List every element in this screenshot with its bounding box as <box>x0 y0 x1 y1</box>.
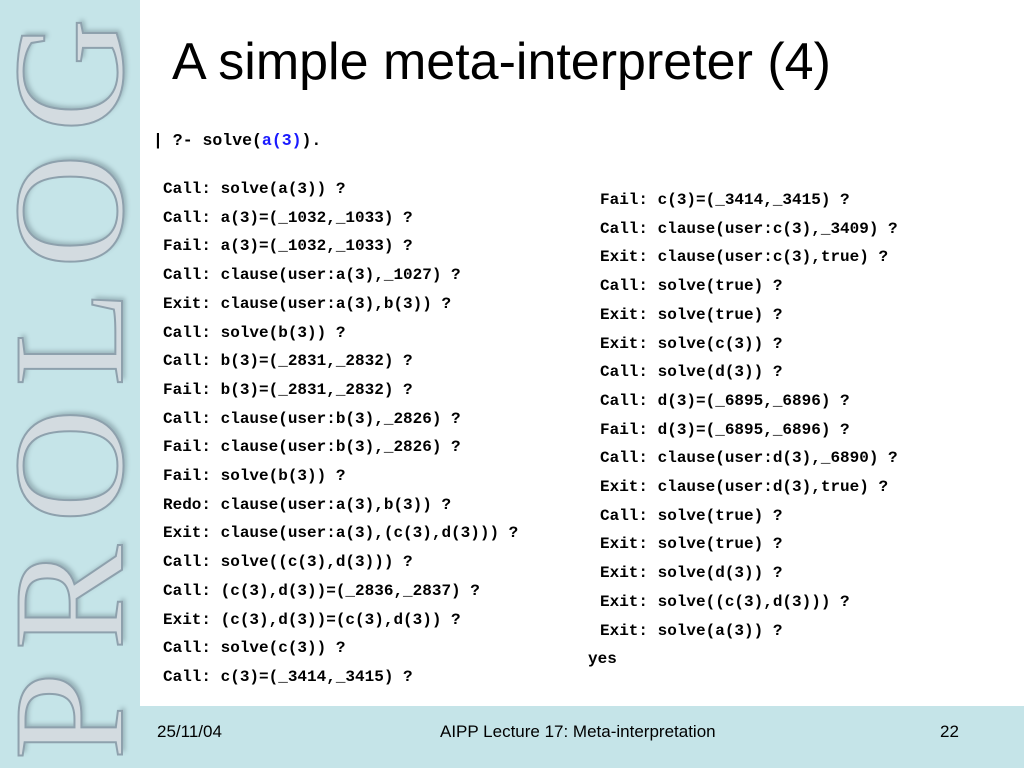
trace-line: Fail: d(3)=(_6895,_6896) ? <box>600 420 850 439</box>
trace-line: Call: b(3)=(_2831,_2832) ? <box>163 352 413 371</box>
trace-line: Fail: c(3)=(_3414,_3415) ? <box>600 191 850 209</box>
trace-line: Exit: solve(d(3)) ? <box>600 564 783 583</box>
trace-column-left: Call: solve(a(3)) ? Call: a(3)=(_1032,_10… <box>163 175 583 692</box>
trace-line: Call: solve(b(3)) ? <box>163 323 346 342</box>
trace-line: Exit: clause(user:a(3),(c(3),d(3))) ? <box>163 524 519 543</box>
trace-line: Call: clause(user:a(3),_1027) ? <box>163 266 461 285</box>
trace-line: Call: d(3)=(_6895,_6896) ? <box>600 391 850 410</box>
trace-line: Exit: solve(true) ? <box>600 535 783 554</box>
query-prefix: | ?- solve( <box>153 131 262 150</box>
result-yes: yes <box>588 650 617 668</box>
trace-line: Call: solve(true) ? <box>600 277 783 296</box>
trace-line: Exit: solve(true) ? <box>600 305 783 324</box>
trace-line: Call: solve(a(3)) ? <box>163 180 346 198</box>
trace-line: Call: clause(user:d(3),_6890) ? <box>600 449 898 468</box>
footer-band <box>0 706 1024 768</box>
trace-line: Call: c(3)=(_3414,_3415) ? <box>163 667 413 686</box>
trace-line: Call: (c(3),d(3))=(_2836,_2837) ? <box>163 581 480 600</box>
trace-line: Call: clause(user:c(3),_3409) ? <box>600 219 898 238</box>
footer-page-number: 22 <box>940 722 959 741</box>
trace-line: Exit: solve(a(3)) ? <box>600 621 783 640</box>
trace-line: Exit: clause(user:d(3),true) ? <box>600 478 889 497</box>
footer-lecture-title: AIPP Lecture 17: Meta-interpretation <box>440 722 716 741</box>
trace-line: Call: a(3)=(_1032,_1033) ? <box>163 208 413 227</box>
trace-line: Exit: clause(user:c(3),true) ? <box>600 248 889 267</box>
trace-line: Exit: solve(c(3)) ? <box>600 334 783 353</box>
trace-line: Call: solve((c(3),d(3))) ? <box>163 553 413 572</box>
trace-line: Fail: solve(b(3)) ? <box>163 467 346 486</box>
trace-line: Exit: (c(3),d(3))=(c(3),d(3)) ? <box>163 610 461 629</box>
slide-title: A simple meta-interpreter (4) <box>172 33 831 91</box>
query-line: | ?- solve(a(3)). <box>153 131 321 150</box>
trace-column-right: Fail: c(3)=(_3414,_3415) ? Call: clause(u… <box>600 186 898 645</box>
trace-line: Redo: clause(user:a(3),b(3)) ? <box>163 495 452 514</box>
footer-date: 25/11/04 <box>157 722 222 741</box>
prolog-vertical-logo: PROLOG <box>0 0 158 761</box>
query-highlight: a(3) <box>261 131 302 150</box>
trace-line: Fail: a(3)=(_1032,_1033) ? <box>163 237 413 256</box>
trace-line: Fail: clause(user:b(3),_2826) ? <box>163 438 461 457</box>
query-suffix: ). <box>301 131 322 150</box>
trace-line: Call: solve(c(3)) ? <box>163 639 346 658</box>
trace-line: Call: solve(true) ? <box>600 506 783 525</box>
trace-line: Fail: b(3)=(_2831,_2832) ? <box>163 380 413 399</box>
trace-line: Call: solve(d(3)) ? <box>600 363 783 382</box>
trace-line: Exit: solve((c(3),d(3))) ? <box>600 592 850 611</box>
left-decorative-band <box>0 0 140 768</box>
trace-line: Call: clause(user:b(3),_2826) ? <box>163 409 461 428</box>
trace-line: Exit: clause(user:a(3),b(3)) ? <box>163 294 452 313</box>
